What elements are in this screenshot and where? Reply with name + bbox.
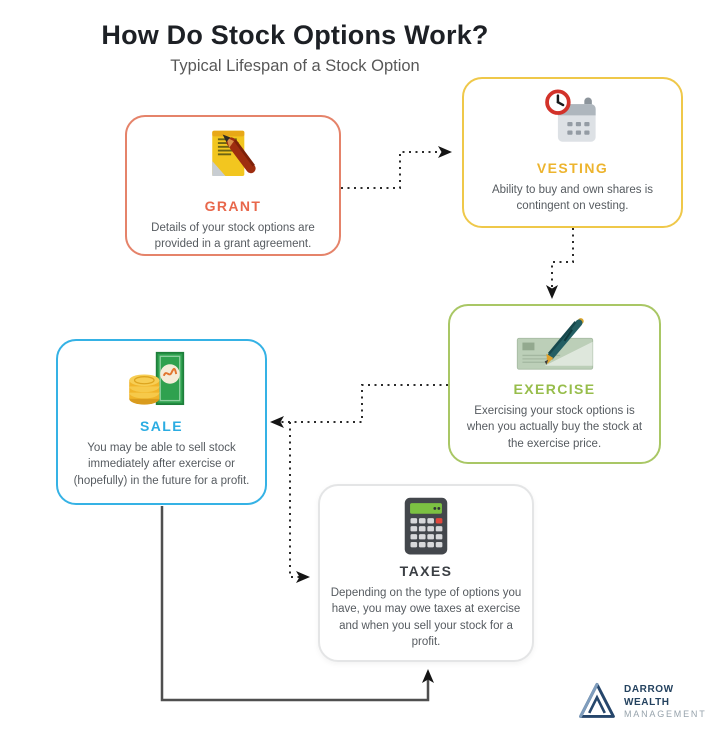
connector-branch-taxes	[289, 422, 310, 583]
step-label-taxes: TAXES	[399, 563, 453, 579]
step-label-grant: GRANT	[204, 198, 262, 214]
calculator-icon	[396, 496, 456, 558]
brand-name: DARROW WEALTH	[624, 684, 674, 708]
step-label-exercise: EXERCISE	[513, 381, 596, 397]
check-pen-icon	[505, 316, 605, 376]
brand-logo: DARROW WEALTH MANAGEMENT	[578, 680, 720, 725]
step-description-exercise: Exercising your stock options is when yo…	[466, 405, 643, 450]
step-card-sale: SALE You may be able to sell stock immed…	[56, 339, 267, 505]
page-title: How Do Stock Options Work?	[101, 20, 489, 50]
step-description-vesting: Ability to buy and own shares is conting…	[491, 184, 654, 213]
step-card-taxes: TAXES Depending on the type of options y…	[318, 484, 534, 662]
brand-logo-text: DARROW WEALTH MANAGEMENT	[624, 684, 720, 720]
step-card-grant: GRANT Details of your stock options are …	[125, 115, 341, 256]
step-description-grant: Details of your stock options are provid…	[151, 222, 315, 251]
page-subtitle: Typical Lifespan of a Stock Option	[170, 57, 420, 75]
step-description-sale: You may be able to sell stock immediatel…	[73, 442, 250, 487]
step-card-exercise: EXERCISE Exercising your stock options i…	[448, 304, 661, 464]
darrow-triangle-logo-icon	[578, 680, 616, 725]
note-pencil-icon	[193, 127, 273, 193]
step-label-sale: SALE	[140, 418, 183, 434]
step-label-vesting: VESTING	[536, 160, 609, 176]
connector-grant-vesting	[341, 146, 452, 189]
coins-bill-icon	[119, 351, 205, 413]
step-card-vesting: VESTING Ability to buy and own shares is…	[462, 77, 683, 228]
connector-vesting-exercise	[546, 228, 574, 299]
calendar-clock-icon	[531, 89, 615, 155]
connector-exercise-sale	[270, 384, 448, 428]
step-description-taxes: Depending on the type of options you hav…	[330, 587, 522, 648]
brand-subname: MANAGEMENT	[624, 709, 707, 720]
